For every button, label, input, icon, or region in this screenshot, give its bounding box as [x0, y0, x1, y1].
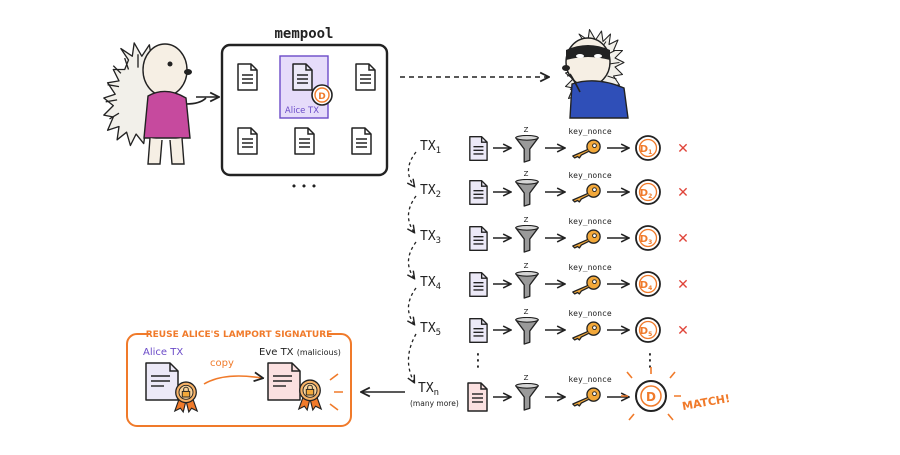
funnel-mark: Z: [524, 262, 529, 270]
svg-text:D3: D3: [640, 234, 653, 246]
match-label: MATCH!: [681, 392, 731, 413]
funnel-icon: [515, 225, 539, 253]
tx-label: TX3: [420, 229, 441, 246]
txn-label: TXn: [418, 381, 439, 398]
key-icon: [572, 229, 601, 249]
key-icon: [572, 183, 601, 203]
tx-label: TX1: [420, 139, 441, 156]
funnel-icon: [515, 317, 539, 345]
svg-text:D2: D2: [640, 188, 653, 200]
svg-text:Z: Z: [524, 374, 529, 382]
key-nonce-label: key_nonce: [568, 127, 612, 136]
alice-tx-document-icon: [292, 63, 313, 91]
mempool-box: mempool D Alice TX: [220, 26, 389, 177]
funnel-mark: Z: [524, 216, 529, 224]
svg-text:D1: D1: [640, 144, 653, 156]
alice-signed-document-icon: [145, 362, 179, 401]
tx-label: TX2: [420, 183, 441, 200]
document-icon: [469, 179, 488, 206]
key-icon: [572, 139, 601, 159]
document-icon: [355, 63, 376, 91]
svg-text:D: D: [318, 92, 325, 102]
funnel-icon: [515, 135, 539, 163]
hedgehog-alice: [103, 42, 207, 165]
tx-sequence-arrow: [408, 151, 417, 186]
d-column-dots: ⋮: [641, 350, 659, 371]
x-icon: ✕: [677, 323, 689, 339]
reuse-signature-box: REUSE ALICE'S LAMPORT SIGNATURE Alice TX…: [126, 326, 352, 427]
d-token-icon: D5: [635, 317, 661, 343]
alice-tx-label: Alice TX: [285, 106, 319, 116]
document-icon: [469, 271, 488, 298]
key-nonce-label: key_nonce: [568, 263, 612, 272]
d-token-icon: D1: [635, 135, 661, 161]
svg-text:D5: D5: [640, 326, 653, 338]
eve-signed-document-icon: [267, 362, 301, 401]
document-icon: [237, 127, 258, 155]
svg-text:D4: D4: [640, 280, 653, 292]
mempool-more-dots: • • •: [291, 180, 317, 193]
mempool-title: mempool: [274, 26, 333, 42]
document-icon: [469, 225, 488, 252]
key-nonce-label: key_nonce: [568, 217, 612, 226]
eve-tx-document-icon: [467, 382, 488, 412]
tx-row-n: TXn (many more) Z key_nonce D MATCH!: [410, 367, 731, 421]
reuse-alice-label: Alice TX: [143, 347, 183, 358]
funnel-icon: [515, 271, 539, 299]
key-nonce-label: key_nonce: [568, 171, 612, 180]
tx-sequence-arrow: [408, 241, 417, 278]
funnel-icon: [515, 383, 539, 411]
funnel-mark: Z: [524, 170, 529, 178]
document-icon: [237, 63, 258, 91]
document-icon: [294, 127, 315, 155]
key-nonce-label: key_nonce: [568, 309, 612, 318]
copy-arrow: [203, 376, 262, 385]
hedgehog-eve: [562, 28, 629, 119]
d-token-icon: D2: [635, 179, 661, 205]
x-icon: ✕: [677, 141, 689, 157]
key-icon: [572, 321, 601, 341]
txn-note: (many more): [410, 399, 459, 408]
funnel-mark: Z: [524, 308, 529, 316]
document-icon: [469, 135, 488, 162]
tx-sequence-arrow: [408, 333, 417, 382]
x-icon: ✕: [677, 185, 689, 201]
tx-sequence-arrow: [408, 195, 417, 232]
d-token-icon: D: [311, 84, 333, 106]
funnel-mark: Z: [524, 126, 529, 134]
svg-text:D: D: [646, 390, 656, 404]
x-icon: ✕: [677, 231, 689, 247]
document-icon: [469, 317, 488, 344]
reuse-eve-label: Eve TX (malicious): [259, 347, 341, 358]
document-icon: [351, 127, 372, 155]
tx-label: TX5: [420, 321, 441, 338]
matched-d-token-icon: D: [621, 367, 681, 421]
svg-text:key_nonce: key_nonce: [568, 375, 612, 384]
key-icon: [572, 275, 601, 295]
key-icon: [572, 387, 601, 407]
tx-label: TX4: [420, 275, 441, 292]
d-token-icon: D3: [635, 225, 661, 251]
copy-label: copy: [210, 358, 234, 369]
tx-sequence-arrow: [408, 287, 417, 324]
x-icon: ✕: [677, 277, 689, 293]
d-token-icon: D4: [635, 271, 661, 297]
funnel-icon: [515, 179, 539, 207]
tx-column-dots: ⋮: [469, 350, 487, 371]
reuse-box-title: REUSE ALICE'S LAMPORT SIGNATURE: [146, 330, 333, 340]
